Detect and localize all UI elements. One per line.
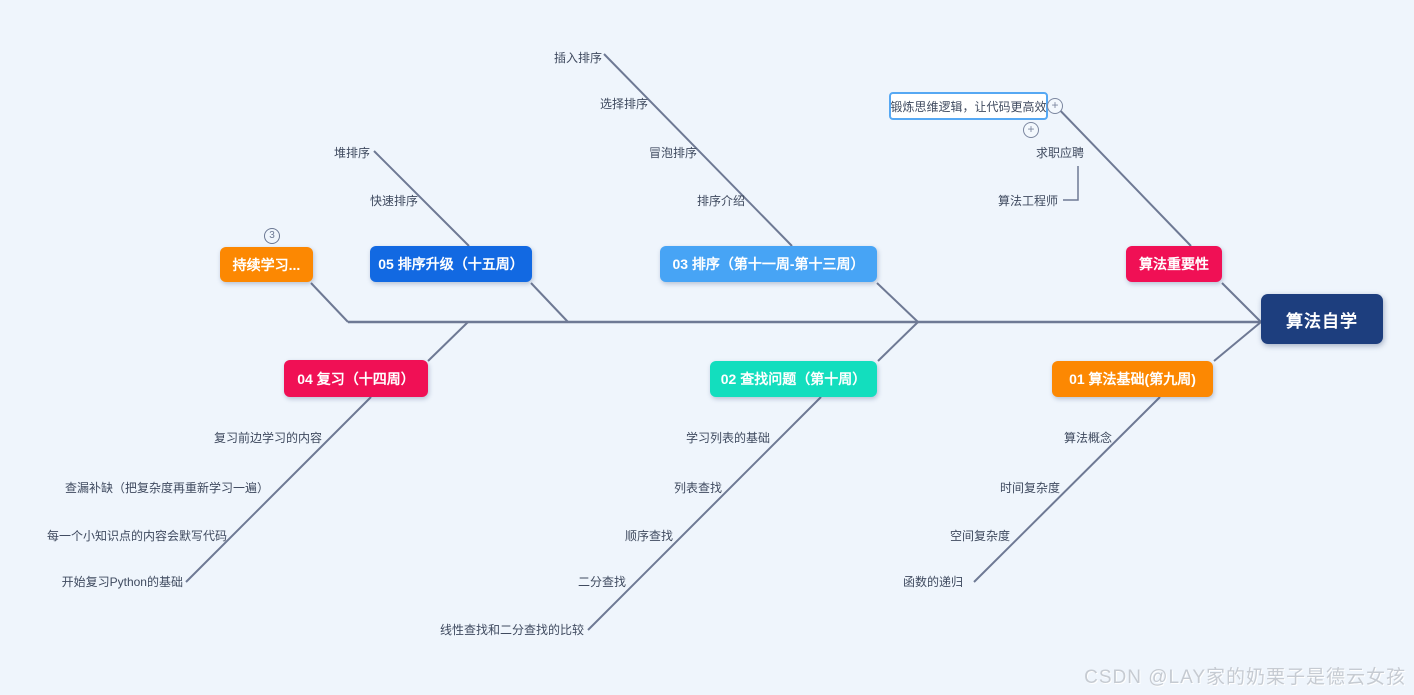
topic-label: 算法重要性	[1139, 256, 1209, 272]
leaf-write-code-by-memory[interactable]: 每一个小知识点的内容会默写代码	[46, 529, 227, 543]
topic-continue-learning[interactable]: 持续学习...	[220, 247, 313, 282]
branch-line-05-upper	[373, 150, 470, 247]
topic-label: 03 排序（第十一周-第十三周）	[672, 256, 865, 272]
branch-line-01-upper	[1213, 321, 1262, 362]
subtopic-elbow-line	[1063, 166, 1079, 201]
leaf-algorithm-engineer[interactable]: 算法工程师	[997, 194, 1058, 208]
topic-01-algorithm-basics[interactable]: 01 算法基础(第九周)	[1052, 361, 1213, 397]
topic-03-sorting[interactable]: 03 排序（第十一周-第十三周）	[660, 246, 877, 282]
leaf-fill-gaps[interactable]: 查漏补缺（把复杂度再重新学习一遍）	[64, 481, 269, 495]
leaf-sequential-search[interactable]: 顺序查找	[624, 529, 673, 543]
editing-leaf-logic-training[interactable]: 锻炼思维逻辑，让代码更高效	[889, 92, 1048, 120]
leaf-list-search[interactable]: 列表查找	[673, 481, 722, 495]
leaf-algorithm-concepts[interactable]: 算法概念	[1063, 431, 1112, 445]
csdn-watermark: CSDN @LAY家的奶栗子是德云女孩	[1084, 667, 1406, 688]
collapsed-count-badge[interactable]: 3	[264, 228, 280, 244]
branch-line-importance-lower	[1221, 282, 1262, 323]
root-topic[interactable]: 算法自学	[1261, 294, 1383, 344]
branch-line-continue	[310, 282, 349, 323]
add-node-icon[interactable]: +	[1047, 98, 1063, 114]
leaf-bubble-sort[interactable]: 冒泡排序	[648, 146, 697, 160]
leaf-review-previous[interactable]: 复习前边学习的内容	[213, 431, 322, 445]
leaf-job-hunting[interactable]: 求职应聘	[1035, 146, 1084, 160]
leaf-binary-search[interactable]: 二分查找	[577, 575, 626, 589]
branch-line-importance-upper	[1051, 101, 1192, 247]
leaf-review-python-basics[interactable]: 开始复习Python的基础	[61, 575, 183, 589]
topic-04-review[interactable]: 04 复习（十四周）	[284, 360, 428, 397]
branch-line-04-lower	[185, 396, 372, 583]
topic-label: 02 查找问题（第十周）	[720, 371, 867, 387]
leaf-linear-vs-binary[interactable]: 线性查找和二分查找的比较	[439, 623, 584, 637]
branch-line-05-lower	[530, 282, 569, 323]
add-node-icon[interactable]: +	[1023, 122, 1039, 138]
topic-label: 01 算法基础(第九周)	[1069, 371, 1196, 387]
leaf-time-complexity[interactable]: 时间复杂度	[999, 481, 1060, 495]
branch-line-02-lower	[587, 396, 822, 631]
topic-algorithm-importance[interactable]: 算法重要性	[1126, 246, 1222, 282]
branch-line-02-upper	[877, 321, 919, 362]
topic-label: 持续学习...	[232, 256, 301, 273]
topic-02-search-problems[interactable]: 02 查找问题（第十周）	[710, 361, 877, 397]
root-topic-label: 算法自学	[1286, 311, 1358, 331]
branch-line-04-upper	[427, 321, 469, 362]
branch-line-01-lower	[973, 396, 1161, 583]
branch-line-03-lower	[876, 282, 919, 323]
leaf-list-basics[interactable]: 学习列表的基础	[685, 431, 770, 445]
leaf-function-recursion[interactable]: 函数的递归	[902, 575, 963, 589]
leaf-quick-sort[interactable]: 快速排序	[369, 194, 418, 208]
leaf-insertion-sort[interactable]: 插入排序	[553, 51, 602, 65]
branch-line-03-upper	[603, 53, 793, 247]
topic-label: 04 复习（十四周）	[297, 370, 415, 387]
leaf-sort-intro[interactable]: 排序介绍	[696, 194, 745, 208]
leaf-space-complexity[interactable]: 空间复杂度	[949, 529, 1010, 543]
leaf-selection-sort[interactable]: 选择排序	[599, 97, 648, 111]
leaf-heap-sort[interactable]: 堆排序	[333, 146, 370, 160]
topic-05-sort-upgrade[interactable]: 05 排序升级（十五周）	[370, 246, 532, 282]
topic-label: 05 排序升级（十五周）	[378, 256, 524, 272]
